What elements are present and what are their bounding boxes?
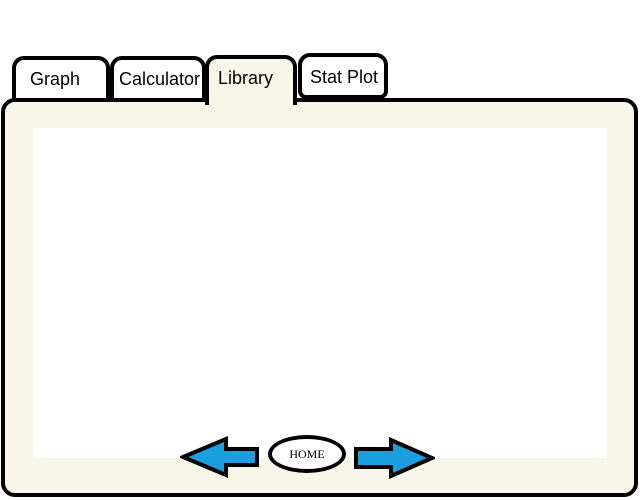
tab-graph-label: Graph — [30, 69, 81, 89]
library-panel — [1, 98, 638, 497]
library-content-area — [33, 128, 607, 458]
right-arrow-icon — [354, 437, 435, 479]
tab-calculator[interactable]: Calculator — [110, 56, 206, 100]
left-arrow-icon — [180, 436, 259, 478]
tab-calculator-label: Calculator — [119, 69, 201, 89]
tab-library[interactable]: Library — [205, 55, 297, 105]
tab-stat-plot-label: Stat Plot — [310, 67, 379, 87]
back-arrow-button[interactable] — [180, 436, 260, 478]
tab-library-label: Library — [218, 68, 274, 88]
tab-stat-plot[interactable]: Stat Plot — [298, 53, 388, 99]
home-button[interactable]: HOME — [268, 435, 346, 473]
forward-arrow-button[interactable] — [353, 437, 435, 479]
tab-graph[interactable]: Graph — [12, 56, 110, 100]
